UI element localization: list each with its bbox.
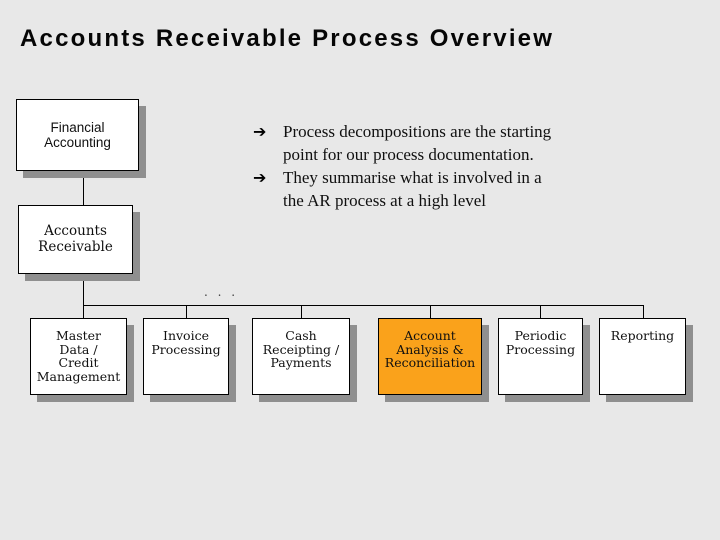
slide-title: Accounts Receivable Process Overview: [20, 25, 555, 52]
node-label-line: Periodic: [514, 328, 567, 343]
node-label-line: Cash: [285, 328, 317, 343]
node-accounts-receivable: Accounts Receivable: [18, 205, 133, 274]
node-reporting: Reporting: [599, 318, 686, 395]
node-label-line: Account: [404, 328, 456, 343]
connector-ar-down: [83, 274, 84, 318]
node-master-data: Master Data / Credit Management: [30, 318, 127, 395]
node-label-line: Payments: [270, 355, 332, 370]
node-label-line: Management: [36, 368, 121, 384]
node-label-line: Data /: [59, 341, 98, 357]
node-label-line: Invoice: [163, 328, 209, 343]
connector-root-to-ar: [83, 171, 84, 205]
node-label-line: Financial: [50, 120, 105, 135]
connector-stub-invoice: [186, 305, 187, 318]
connector-horizontal: [83, 305, 644, 306]
node-account-analysis-highlighted: Account Analysis & Reconciliation: [378, 318, 482, 395]
bullet-item: ➔ They summarise what is involved in a t…: [253, 166, 653, 212]
bullet-line: They summarise what is involved in a: [283, 168, 542, 187]
bullet-line: point for our process documentation.: [283, 145, 534, 164]
node-label-line: Master: [55, 328, 102, 343]
connector-stub-periodic: [540, 305, 541, 318]
arrow-bullet-icon: ➔: [253, 122, 267, 141]
node-label-line: Processing: [151, 341, 221, 357]
arrow-bullet-icon: ➔: [253, 168, 267, 187]
bullet-text: Process decompositions are the starting …: [283, 120, 551, 166]
node-invoice-processing: Invoice Processing: [143, 318, 229, 395]
branch-ellipsis: . . .: [204, 285, 239, 299]
node-label-line: Credit: [58, 355, 99, 370]
node-label-line: Reporting: [610, 328, 675, 343]
node-cash-receipting: Cash Receipting / Payments: [252, 318, 350, 395]
node-periodic-processing: Periodic Processing: [498, 318, 583, 395]
node-label-line: Accounting: [44, 135, 111, 150]
connector-stub-cash: [301, 305, 302, 318]
node-label-line: Receivable: [38, 238, 113, 255]
node-label-line: Processing: [505, 341, 576, 357]
node-label-line: Accounts: [44, 223, 107, 239]
node-financial-accounting: Financial Accounting: [16, 99, 139, 171]
connector-stub-account: [430, 305, 431, 318]
node-label-line: Reconciliation: [384, 355, 476, 370]
node-label-line: Analysis &: [396, 341, 464, 357]
bullet-text: They summarise what is involved in a the…: [283, 166, 542, 212]
node-label-line: Receipting /: [262, 341, 340, 357]
connector-stub-report: [643, 305, 644, 318]
bullet-list: ➔ Process decompositions are the startin…: [253, 120, 653, 212]
bullet-line: Process decompositions are the starting: [283, 122, 552, 141]
bullet-line: the AR process at a high level: [283, 191, 487, 210]
bullet-item: ➔ Process decompositions are the startin…: [253, 120, 653, 166]
